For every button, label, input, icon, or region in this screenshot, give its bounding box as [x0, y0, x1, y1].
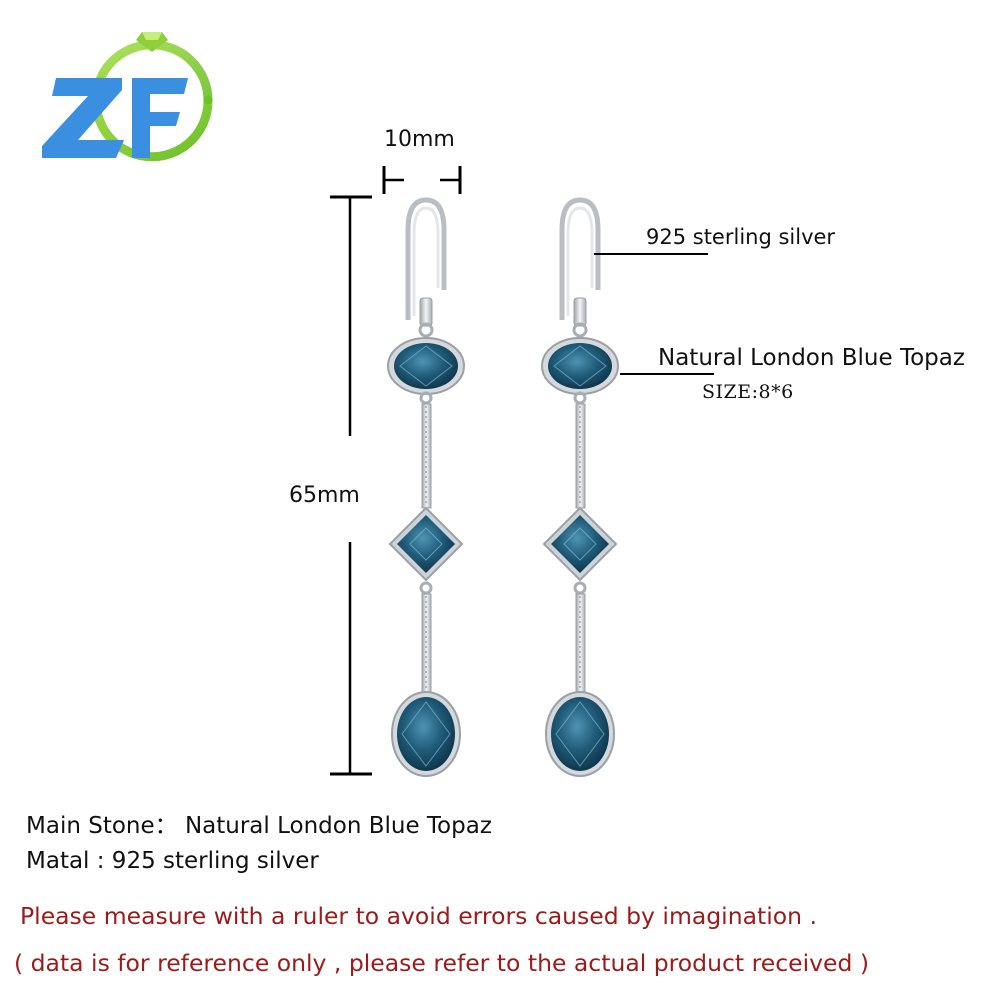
- measure-note: Please measure with a ruler to avoid err…: [20, 902, 817, 930]
- brand-logo: ZF: [42, 32, 213, 162]
- height-dimension-marker: [330, 195, 372, 776]
- height-label: 65mm: [289, 483, 360, 508]
- size-callout: SIZE:8*6: [702, 381, 794, 403]
- metal-spec: Matal : 925 sterling silver: [26, 848, 319, 874]
- left-earring: [388, 200, 464, 776]
- main-stone-spec: Main Stone： Natural London Blue Topaz: [26, 813, 492, 839]
- reference-note: ( data is for reference only , please re…: [14, 949, 870, 977]
- width-dimension-marker: [382, 166, 462, 194]
- stone-callout: Natural London Blue Topaz: [658, 345, 965, 371]
- callout-lines: [594, 253, 714, 375]
- width-label: 10mm: [384, 127, 455, 152]
- metal-callout: 925 sterling silver: [646, 225, 836, 249]
